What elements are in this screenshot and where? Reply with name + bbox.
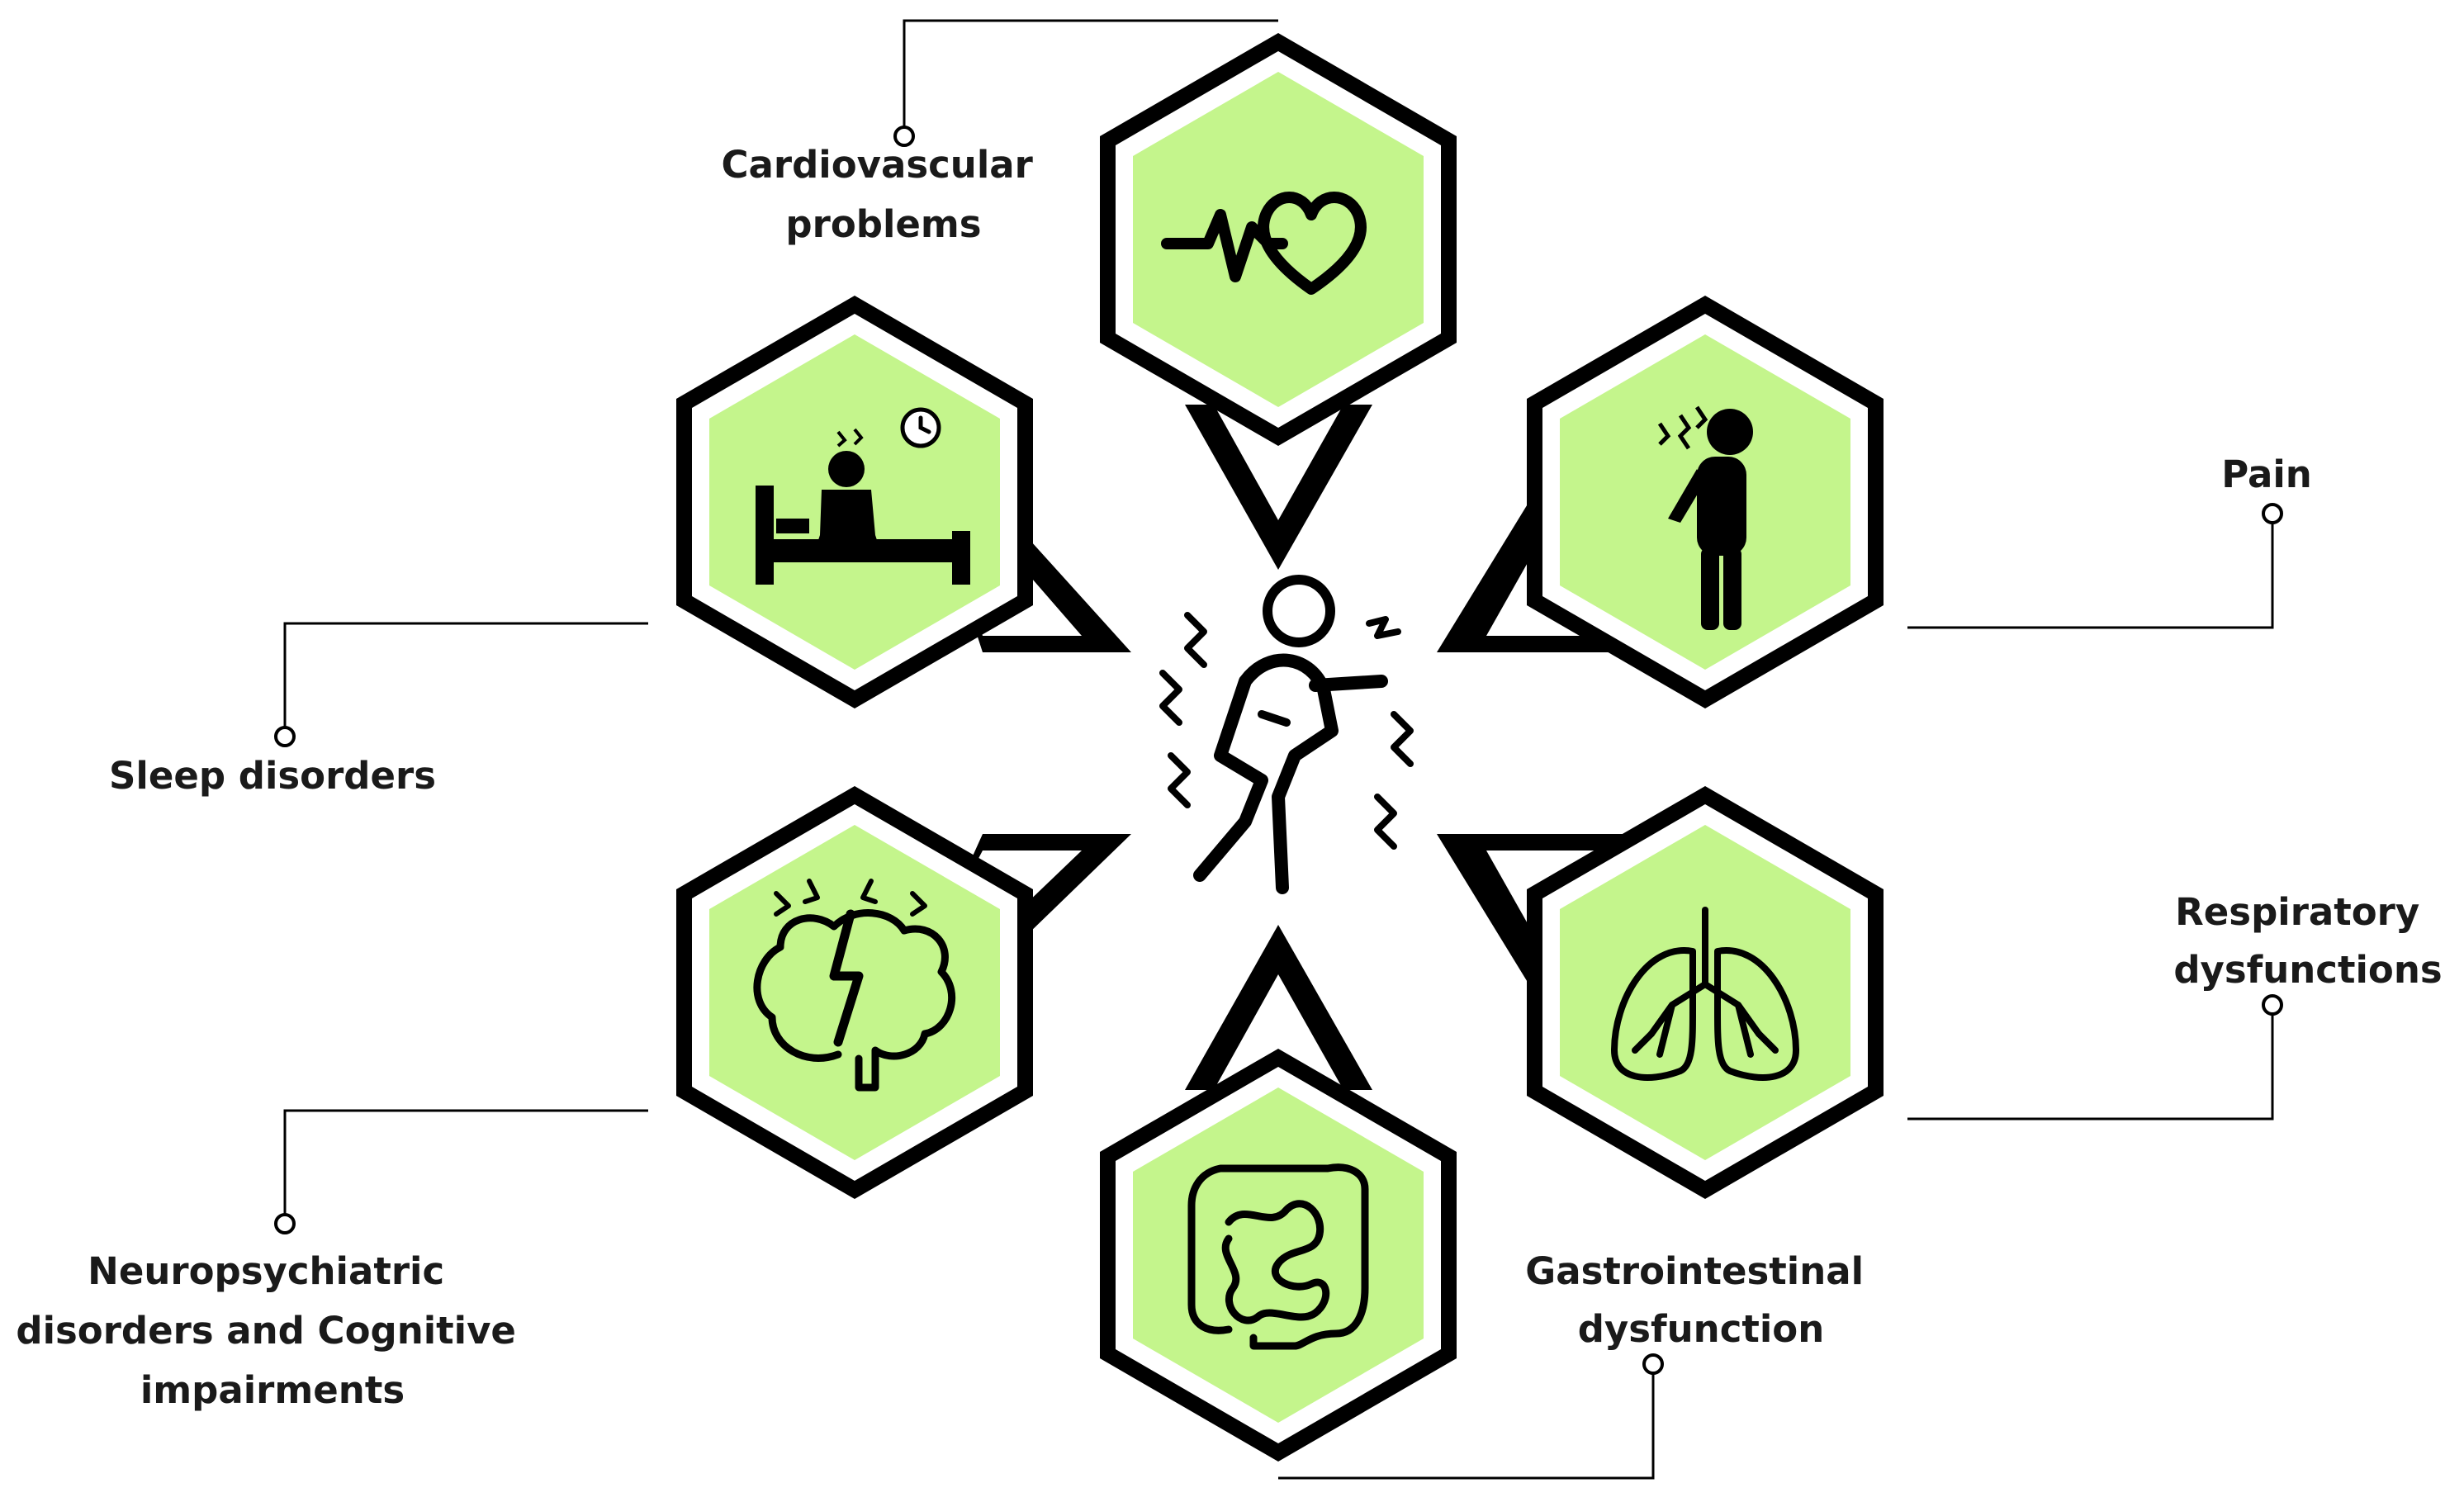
heartbeat-heart-icon (1161, 192, 1367, 295)
connectors (283, 19, 2274, 1480)
shivering-person-icon (1159, 575, 1414, 894)
connector-dots (274, 126, 2283, 1375)
connector-dot-respiratory (2262, 994, 2283, 1016)
pointer-gastrointestinal (1185, 925, 1372, 1090)
connector-dot-pain (2262, 503, 2283, 524)
label-sleep: Sleep disorders (109, 754, 436, 798)
sleepless-in-bed-icon (756, 407, 970, 585)
labels: Cardiovascular problems Pain Respiratory… (16, 143, 2442, 1412)
connector-dot-sleep (274, 726, 296, 747)
pointer-cardiovascular (1185, 405, 1372, 570)
intestines-icon (1187, 1163, 1369, 1350)
connector-dot-neuropsychiatric (274, 1213, 296, 1234)
connector-respiratory (1907, 1012, 2274, 1121)
label-cardiovascular: Cardiovascular problems (722, 143, 1046, 246)
label-respiratory: Respiratory dysfunctions (2173, 890, 2442, 992)
connector-dot-cardiovascular (893, 126, 915, 147)
lungs-icon (1611, 907, 1799, 1081)
connector-gastrointestinal (1278, 1371, 1655, 1480)
connector-neuropsychiatric (283, 1109, 648, 1214)
label-gastrointestinal: Gastrointestinal dysfunction (1525, 1249, 1876, 1351)
connector-sleep (283, 622, 648, 727)
person-in-pain-icon (1657, 405, 1753, 630)
brain-lightning-icon (753, 879, 956, 1092)
connector-dot-gastrointestinal (1642, 1353, 1664, 1375)
connector-pain (1907, 520, 2274, 629)
hex-gastrointestinal (1100, 1049, 1457, 1462)
connector-cardiovascular (903, 19, 1278, 128)
label-pain: Pain (2221, 452, 2312, 496)
label-neuropsychiatric: Neuropsychiatric disorders and Cognitive… (16, 1249, 528, 1412)
